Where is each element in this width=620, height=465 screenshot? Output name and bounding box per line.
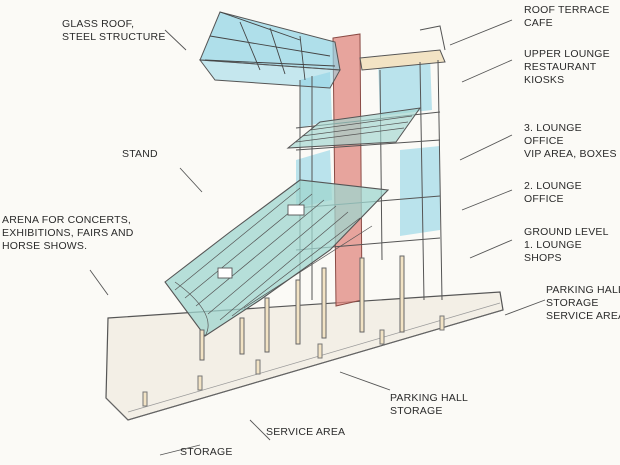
base-slab-edge	[105, 309, 504, 421]
skylight-upper	[287, 204, 305, 216]
leader-arrows	[89, 19, 546, 456]
glass-roof-structure	[198, 11, 341, 89]
upper-stand	[286, 107, 422, 149]
skylight-lower	[217, 267, 233, 279]
base-hatch	[127, 302, 501, 413]
main-stand-roof	[164, 179, 390, 337]
label-stand: STAND	[122, 148, 158, 160]
lower-posts	[199, 255, 405, 361]
upper-stand-ribs	[295, 115, 413, 143]
glass-facade	[296, 56, 440, 236]
label-glass-roof: GLASS ROOF,STEEL STRUCTURE	[62, 18, 166, 43]
basement-posts	[142, 315, 445, 407]
label-storage: STORAGE	[180, 446, 233, 458]
label-service-area: SERVICE AREA	[266, 426, 346, 438]
main-stand-ribs	[174, 187, 373, 337]
label-arena: ARENA FOR CONCERTS,EXHIBITIONS, FAIRS AN…	[2, 214, 134, 252]
